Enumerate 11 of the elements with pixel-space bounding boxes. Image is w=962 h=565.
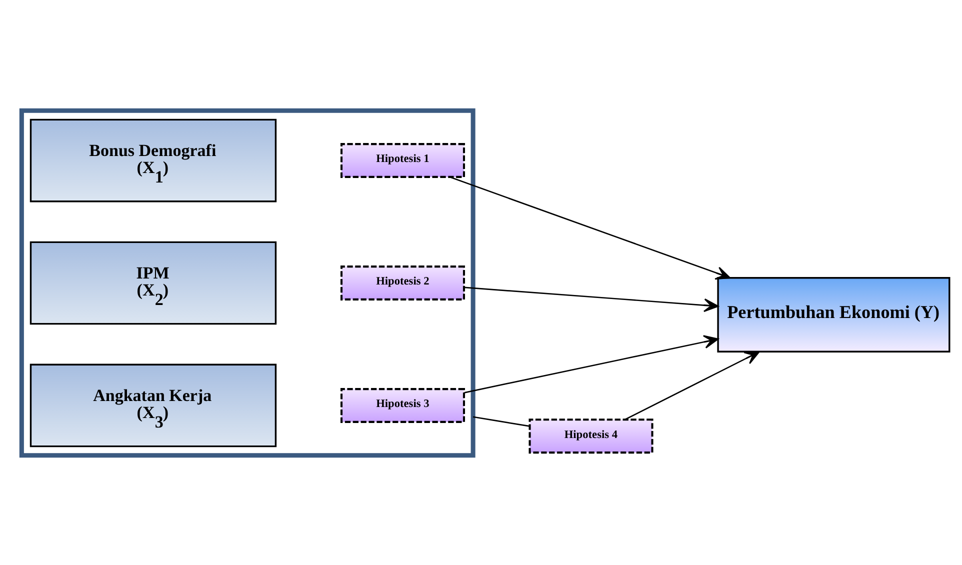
node-box: Hipotesis 3	[340, 388, 465, 422]
node-box: Hipotesis 4	[528, 418, 654, 454]
node-box: Hipotesis 1	[340, 142, 465, 178]
arrow	[464, 286, 719, 312]
connector	[472, 416, 530, 426]
arrow	[624, 350, 760, 420]
node-box: Pertumbuhan Ekonomi (Y)	[717, 276, 950, 352]
cluster	[19, 108, 476, 458]
arrow	[450, 176, 731, 280]
node-box: Hipotesis 2	[340, 265, 465, 300]
arrow	[464, 334, 719, 393]
